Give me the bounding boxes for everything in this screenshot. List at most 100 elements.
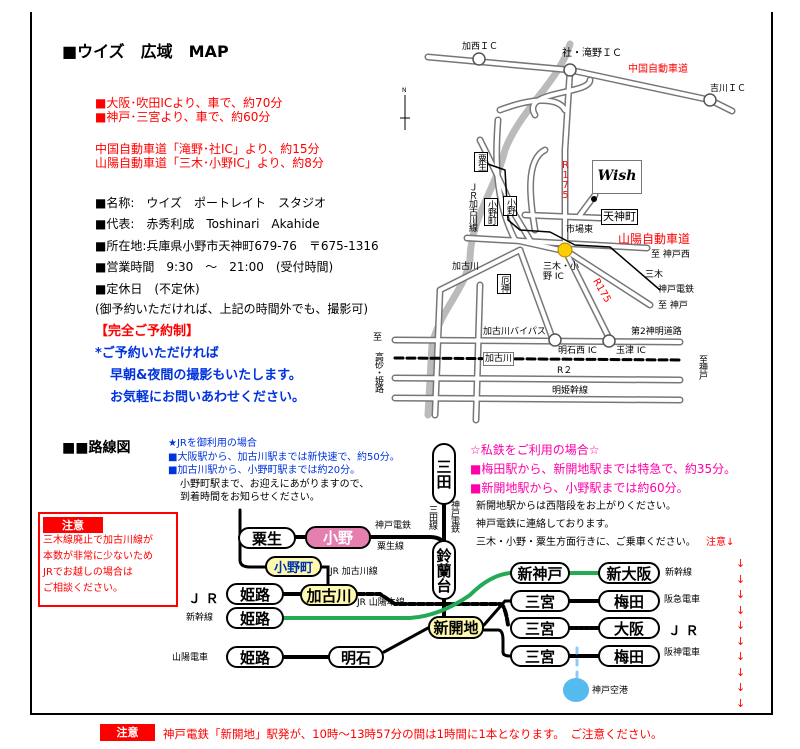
- caution-line-2: 本数が非常に少ないため: [43, 551, 153, 562]
- label-kakogawa-station: 加古川: [483, 352, 515, 366]
- access-ic-2: 山陽自動車道「三木･小野IC」より、約8分: [95, 156, 324, 170]
- info-name: ■名称: ウイズ ポートレイト スタジオ: [95, 196, 327, 210]
- label-chugoku: 中国自動車道: [628, 64, 688, 75]
- bottom-caution-label: 注意: [100, 724, 155, 741]
- label-kobe-airport: 神戸空港: [592, 686, 629, 696]
- label-r2: R２: [557, 366, 573, 376]
- label-line-kobe-dentetsu: 神戸電鉄: [375, 521, 412, 531]
- label-shinkansen: 新幹線: [186, 613, 214, 623]
- kobe-airport-icon: [563, 678, 589, 702]
- label-hanshin: 阪神電車: [664, 648, 701, 658]
- jr-note-2: 到着時間をお知らせください。: [180, 492, 320, 503]
- label-tamatsu-ic: 玉津 IC: [616, 346, 646, 356]
- station-shinkobe: 新神戸: [510, 562, 570, 584]
- ic-yokawa: [703, 93, 717, 107]
- station-onomachi: 小野町: [265, 556, 322, 577]
- label-miki-ono-ic: 三木・小野 IC: [543, 262, 580, 282]
- label-ono: 小野: [503, 196, 517, 216]
- label-kakogawa-river: 加古川: [452, 262, 480, 272]
- studio-location-marker: [591, 196, 597, 202]
- info-hours: ■営業時間 9:30 ～ 21:00 (受付時間): [95, 260, 334, 274]
- reservation-note-2: 早朝&夜間の撮影もいたします。: [110, 368, 302, 383]
- label-tenjincho: 天神町: [601, 209, 638, 225]
- railway-jr: [393, 356, 682, 362]
- label-to-kobenishi: 至 神戸西: [651, 250, 690, 260]
- page-title: ■ウイズ 広域 MAP: [62, 42, 229, 61]
- label-kobe-dentetsu: 神戸電鉄: [658, 285, 695, 295]
- label-onomachi: 小野町: [484, 198, 498, 226]
- private-note-1: 新開地駅からは西階段をお上がりください。: [476, 501, 676, 512]
- caution-box-label: 注意: [43, 517, 103, 533]
- railway-kobe-dentetsu: [484, 162, 661, 291]
- access-car-2: ■神戸･三宮より、車で、約60分: [95, 110, 271, 124]
- label-sanda-line: 三田線: [427, 505, 437, 529]
- jr-note-1: 小野町駅まで、お迎えにあがりますので、: [180, 479, 370, 490]
- station-umeda-hankyu: 梅田: [598, 590, 660, 612]
- caution-box: 注意 三木線廃止で加古川線が 本数が非常に少ないため JRでお越しの場合は ご相…: [38, 512, 178, 607]
- label-akashinishi-ic: 明石西 IC: [558, 346, 597, 356]
- info-note: (御予約いただければ、上記の時間外でも、撮影可): [95, 302, 369, 316]
- info-rep: ■代表: 赤秀利成 Toshinari Akahide: [95, 217, 320, 231]
- label-shinkansen-right: 新幹線: [665, 568, 693, 578]
- label-miki: 三木: [645, 270, 664, 280]
- station-kakogawa: 加古川: [300, 584, 358, 606]
- label-sanyo-densha: 山陽電車: [172, 653, 209, 663]
- private-note-3: 三木・小野・粟生方面行きに、ご乗車ください。: [476, 537, 696, 548]
- reservation-note-1: *ご予約いただければ: [95, 346, 219, 361]
- station-himeji-shinkansen: 姫路: [226, 607, 284, 629]
- bottom-caution-text: 神戸電鉄「新開地」駅発が、10時～13時57分の間は1時間に1本となります。 ご…: [163, 727, 663, 741]
- label-yashiro-ic: 社・滝野ＩＣ: [562, 48, 622, 59]
- station-himeji-jr: 姫路: [226, 583, 284, 605]
- station-suzurandai: 鈴蘭台: [432, 540, 456, 600]
- access-car-1: ■大阪･吹田ICより、車で、約70分: [95, 96, 283, 110]
- label-to: 至: [373, 333, 383, 343]
- label-jr-sanyo: JR 山陽本線: [357, 598, 405, 608]
- jr-line-2: ■加古川駅から、小野町駅までは約20分。: [168, 465, 361, 476]
- jr-title: ★JRを御利用の場合: [168, 438, 257, 449]
- label-kobe-dentetsu-vertical: 神戸電鉄: [449, 500, 459, 532]
- station-sannomiya-hankyu: 三宮: [510, 590, 570, 612]
- label-jr-kakogawa: JR 加古川線: [330, 567, 378, 577]
- reservation-label: 【完全ご予約制】: [95, 324, 200, 339]
- label-r175: R175: [560, 160, 571, 200]
- info-holiday: ■定休日 (不定休): [95, 282, 200, 296]
- station-sannomiya-jr: 三宮: [510, 617, 570, 639]
- info-address: ■所在地:兵庫県小野市天神町679-76 〒675-1316: [95, 239, 379, 253]
- route-heading: ■■路線図: [62, 440, 131, 456]
- station-ono: 小野: [305, 526, 371, 549]
- label-jr-right: Ｊ Ｒ: [668, 624, 699, 639]
- ic-akashinishi: [548, 333, 562, 347]
- station-sanda: 三田: [432, 443, 456, 505]
- ic-yashiro: [563, 63, 577, 77]
- ic-miki-ono: [557, 242, 573, 258]
- label-ao: 粟生: [474, 152, 488, 172]
- station-osaka: 大阪: [598, 617, 660, 639]
- label-kakogawa-bypass: 加古川バイパス: [483, 327, 546, 337]
- label-meiki: 明姫幹線: [552, 386, 589, 396]
- red-arrows: ↓ ↓ ↓ ↓ ↓ ↓ ↓ ↓ ↓ ↓: [736, 557, 746, 710]
- private-title: ☆私鉄をご利用の場合☆: [470, 443, 600, 457]
- jr-line-1: ■大阪駅から、加古川駅までは新快速で、約50分。: [168, 452, 400, 463]
- label-yokawa-ic: 吉川ＩＣ: [710, 84, 747, 94]
- label-to-kobe-vertical: 至神戸: [697, 355, 707, 379]
- reservation-note-3: お気軽にお問いあわせください。: [110, 390, 306, 405]
- station-sannomiya-hanshin: 三宮: [510, 645, 570, 667]
- label-ao-line: 粟生線: [377, 542, 405, 552]
- access-ic-1: 中国自動車道「滝野･社IC」より、約15分: [95, 142, 320, 156]
- label-yakujin: 厄神: [497, 274, 511, 294]
- private-line-2: ■新開地駅から、小野駅までは約60分。: [470, 481, 689, 495]
- label-north: N: [402, 87, 407, 94]
- label-to-kobe: 至 神戸: [658, 301, 688, 311]
- label-hankyu: 阪急電車: [664, 595, 701, 605]
- caution-line-1: 三木線廃止で加古川線が: [43, 535, 153, 546]
- route-lines: [238, 503, 600, 679]
- page-frame: [30, 12, 773, 715]
- caution-inline: 注意↓: [706, 537, 735, 548]
- caution-line-4: ご相談ください。: [43, 583, 123, 594]
- ic-tamatsu: [602, 334, 616, 348]
- caution-line-3: JRでお越しの場合は: [43, 567, 133, 578]
- label-ichiba-higashi: 市場東: [566, 225, 594, 235]
- station-himeji-sanyo: 姫路: [226, 646, 284, 668]
- wish-logo: Wish: [592, 160, 642, 194]
- label-sanyo-expressway: 山陽自動車道: [618, 232, 691, 246]
